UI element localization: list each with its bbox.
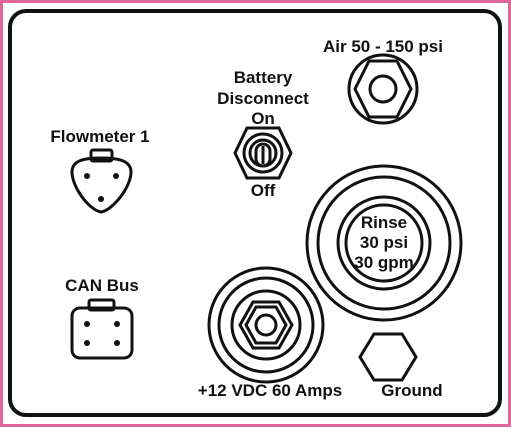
rinse-label-line1: Rinse (360, 213, 408, 232)
three-pin-connector-icon (70, 148, 133, 214)
three-pin-dots (84, 173, 119, 202)
hex-ground-stud-icon (358, 332, 418, 382)
rinse-label-line2: 30 psi (359, 233, 409, 252)
hex-terminal-icon (207, 266, 325, 384)
air-fitting-icon (347, 53, 419, 125)
flowmeter-label: Flowmeter 1 (50, 127, 150, 146)
battery-label-line2: Disconnect (217, 89, 309, 108)
can-bus-label: CAN Bus (65, 276, 139, 295)
four-pin-connector-icon (70, 298, 134, 360)
power-label: +12 VDC 60 Amps (197, 381, 343, 400)
battery-label-line1: Battery (233, 68, 293, 87)
battery-off-label: Off (250, 181, 276, 200)
battery-on-label: On (251, 109, 275, 128)
toggle-switch-icon (233, 126, 293, 180)
rinse-label-line3: 30 gpm (354, 253, 414, 272)
rinse-port-icon (305, 164, 463, 322)
ground-label: Ground (381, 381, 443, 400)
air-label: Air 50 - 150 psi (322, 37, 443, 56)
four-pin-dots (84, 321, 120, 346)
